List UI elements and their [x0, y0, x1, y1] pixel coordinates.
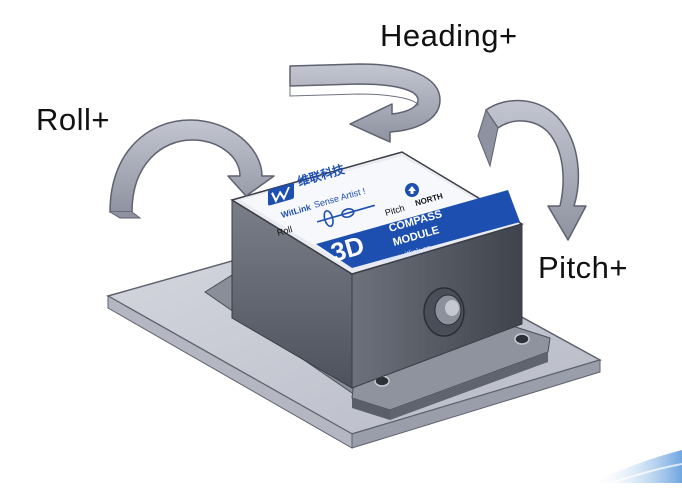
heading-rotation-arrow [289, 63, 441, 143]
decorative-swoosh [590, 450, 682, 484]
roll-label: Roll+ [36, 102, 111, 137]
roll-rotation-arrow [109, 119, 275, 219]
pitch-rotation-arrow [477, 99, 587, 241]
module-top-label: 维联科技 WitLink Sense Artist ! Roll Pitch N… [240, 156, 520, 268]
witlink-logo [268, 183, 294, 206]
north-arrow-icon [405, 183, 419, 197]
axis-symbol-icon [316, 204, 375, 228]
pitch-label: Pitch+ [538, 250, 629, 285]
heading-label: Heading+ [380, 18, 518, 53]
connector-port [423, 287, 465, 337]
mount-hole [514, 333, 530, 345]
axis-roll-label: Roll [276, 224, 294, 238]
